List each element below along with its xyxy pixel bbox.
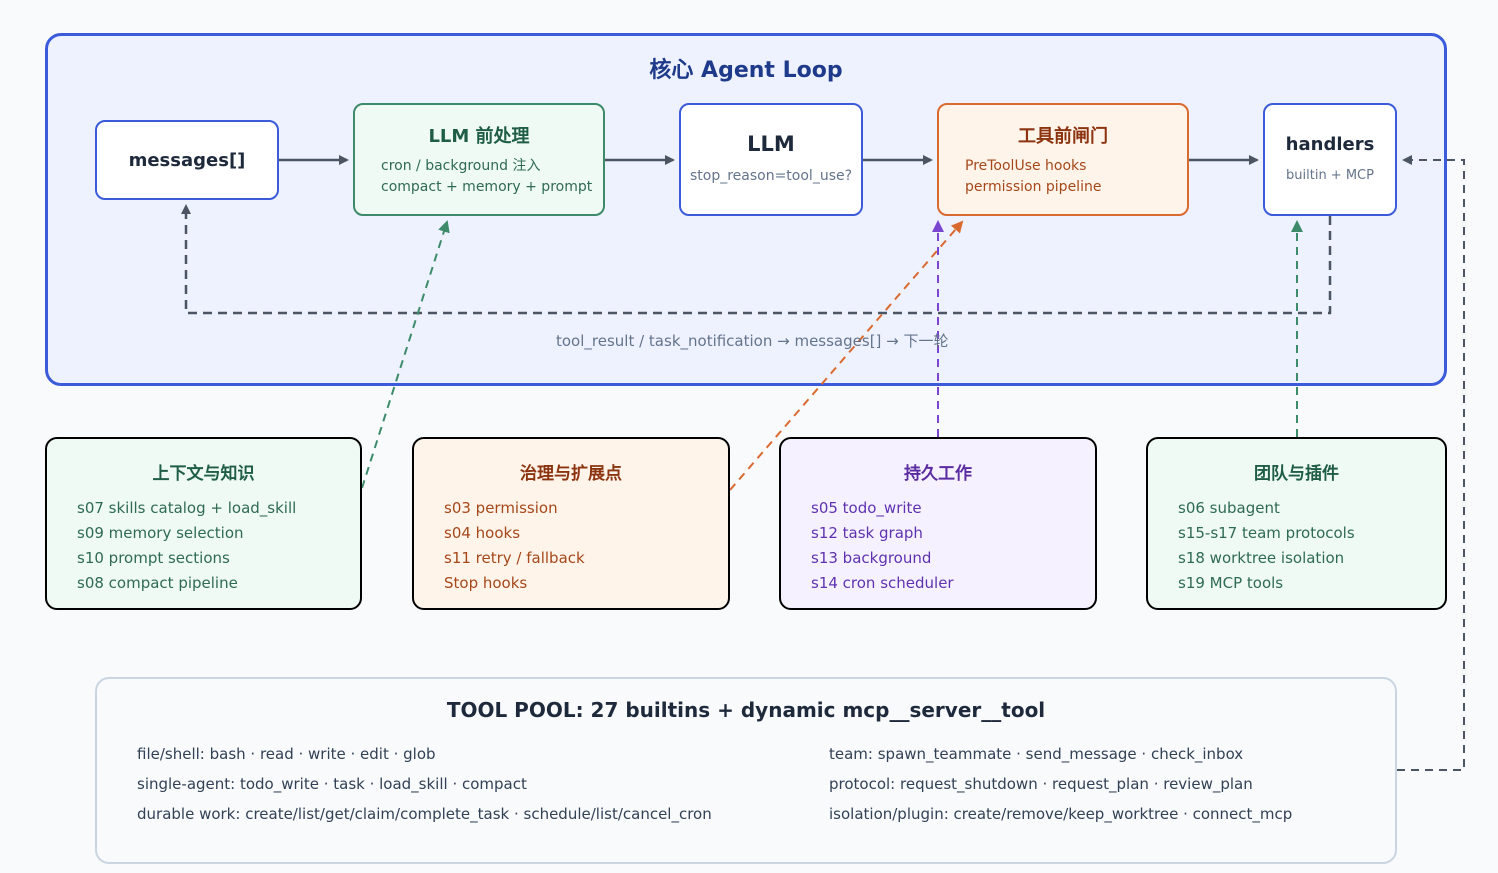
tool-gate-title: 工具前闸门 — [1018, 125, 1108, 147]
card-title: 团队与插件 — [1254, 464, 1339, 484]
llm-preprocess-node: LLM 前处理 cron / background 注入 compact + m… — [353, 103, 605, 216]
card-item: s12 task graph — [811, 524, 923, 542]
tool-pool-line: team: spawn_teammate · send_message · ch… — [829, 745, 1244, 763]
tool-gate-node: 工具前闸门 PreToolUse hooks permission pipeli… — [937, 103, 1189, 216]
card-item: s18 worktree isolation — [1178, 549, 1345, 567]
card-item: s04 hooks — [444, 524, 521, 542]
messages-node-title: messages[] — [128, 149, 246, 171]
messages-node: messages[] — [95, 120, 279, 200]
card-item: s05 todo_write — [811, 499, 922, 517]
handlers-node-sub: builtin + MCP — [1286, 167, 1374, 183]
handlers-node-title: handlers — [1285, 133, 1375, 155]
llm-preprocess-title: LLM 前处理 — [428, 125, 530, 147]
loop-back-caption: tool_result / task_notification → messag… — [556, 332, 949, 350]
card-item: s07 skills catalog + load_skill — [77, 499, 297, 517]
tool-pool-line: isolation/plugin: create/remove/keep_wor… — [829, 805, 1293, 823]
card-title: 上下文与知识 — [152, 464, 255, 484]
llm-preprocess-line: cron / background 注入 — [381, 157, 541, 174]
tool-gate-line: permission pipeline — [965, 178, 1102, 195]
card-title: 治理与扩展点 — [520, 464, 622, 484]
governance-extension-card: 治理与扩展点 s03 permission s04 hooks s11 retr… — [412, 437, 730, 610]
card-item: s11 retry / fallback — [444, 549, 585, 567]
tool-pool-title: TOOL POOL: 27 builtins + dynamic mcp__se… — [446, 698, 1046, 722]
handlers-node: handlers builtin + MCP — [1263, 103, 1397, 216]
agent-loop-title: 核心 Agent Loop — [649, 58, 843, 83]
tool-pool-line: durable work: create/list/get/claim/comp… — [137, 805, 712, 823]
llm-node-sub: stop_reason=tool_use? — [689, 168, 853, 184]
tool-pool-line: protocol: request_shutdown · request_pla… — [829, 775, 1253, 793]
team-plugin-card: 团队与插件 s06 subagent s15-s17 team protocol… — [1146, 437, 1447, 610]
arrow-pool-to-handlers — [1397, 155, 1465, 771]
card-item: s15-s17 team protocols — [1178, 524, 1355, 542]
tool-gate-line: PreToolUse hooks — [965, 157, 1087, 174]
card-item: Stop hooks — [444, 574, 528, 592]
llm-preprocess-line: compact + memory + prompt — [381, 178, 593, 195]
card-item: s19 MCP tools — [1178, 574, 1284, 592]
tool-pool-line: single-agent: todo_write · task · load_s… — [137, 775, 527, 793]
card-item: s03 permission — [444, 499, 558, 517]
card-item: s13 background — [811, 549, 932, 567]
loop-back-arrow — [181, 204, 1332, 315]
arrow-governance-to-gate — [729, 220, 964, 491]
tool-pool-line: file/shell: bash · read · write · edit ·… — [137, 745, 436, 763]
card-item: s09 memory selection — [77, 524, 244, 542]
card-item: s06 subagent — [1178, 499, 1280, 517]
card-item: s08 compact pipeline — [77, 574, 238, 592]
card-item: s14 cron scheduler — [811, 574, 954, 592]
llm-node: LLM stop_reason=tool_use? — [679, 103, 863, 216]
llm-node-title: LLM — [747, 132, 795, 156]
context-knowledge-card: 上下文与知识 s07 skills catalog + load_skill s… — [45, 437, 362, 610]
card-title: 持久工作 — [904, 464, 972, 484]
card-item: s10 prompt sections — [77, 549, 230, 567]
tool-pool-panel — [95, 677, 1397, 864]
durable-work-card: 持久工作 s05 todo_write s12 task graph s13 b… — [779, 437, 1097, 610]
arrow-context-to-pre — [361, 220, 450, 489]
